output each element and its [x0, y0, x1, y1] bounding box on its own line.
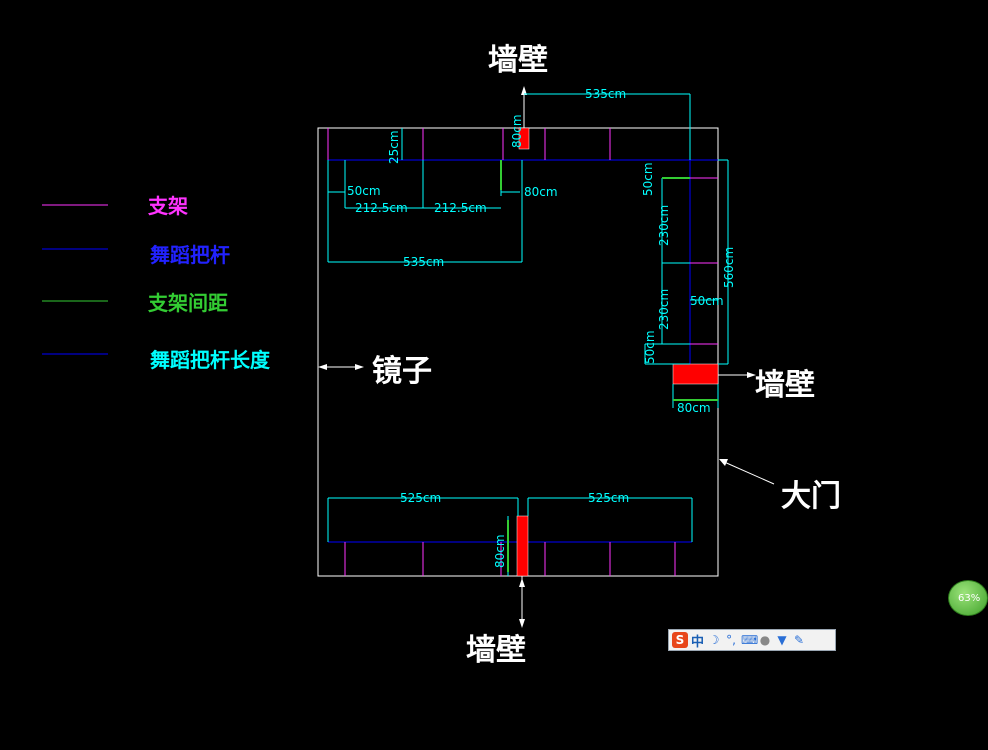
- legend-label-support: 支架: [148, 194, 188, 218]
- legend: 支架 舞蹈把杆 支架间距 舞蹈把杆长度: [42, 194, 271, 372]
- bottom-left-length-label: 525cm: [400, 491, 441, 505]
- bottom-supports: [344, 542, 676, 576]
- right-spacing-2-label: 230cm: [657, 289, 671, 330]
- progress-badge[interactable]: 63%: [948, 580, 988, 616]
- right-bar-length-label: 560cm: [722, 247, 736, 288]
- right-spacing-1-label: 230cm: [657, 205, 671, 246]
- top-pillar-gap-label: 80cm: [524, 185, 558, 199]
- top-spacing-2-label: 212.5cm: [434, 201, 487, 215]
- right-end-gap-bottom-label: 50cm: [643, 330, 657, 364]
- top-spacing-1-label: 212.5cm: [355, 201, 408, 215]
- wall-top-label: 墙壁: [488, 43, 548, 78]
- shirt-icon[interactable]: ▼: [777, 633, 787, 647]
- top-bar-length-label: 535cm: [585, 87, 626, 101]
- mirror-label: 镜子: [372, 354, 432, 389]
- moon-icon[interactable]: ☽: [708, 633, 720, 647]
- wrench-icon[interactable]: ✎: [793, 633, 805, 647]
- door-label: 大门: [781, 479, 841, 514]
- top-depth-label: 25cm: [387, 130, 401, 164]
- sogou-logo-icon[interactable]: S: [672, 632, 688, 648]
- top-supports: [327, 128, 691, 160]
- legend-label-spacing: 支架间距: [148, 291, 228, 315]
- top-left-bar-length-label: 535cm: [403, 255, 444, 269]
- top-wall-width-label: 80cm: [510, 114, 524, 148]
- bottom-wall-width-label: 80cm: [493, 534, 507, 568]
- input-mode-toggle[interactable]: 中: [691, 634, 705, 650]
- top-end-gap-label: 50cm: [347, 184, 381, 198]
- right-wall-width-label: 80cm: [677, 401, 711, 415]
- right-wall-block: [672, 363, 719, 385]
- legend-label-barre: 舞蹈把杆: [150, 243, 230, 267]
- keyboard-icon[interactable]: ⌨: [741, 633, 759, 647]
- right-depth-label: 50cm: [690, 294, 724, 308]
- user-icon[interactable]: ●: [759, 633, 771, 647]
- right-end-gap-top-label: 50cm: [641, 162, 655, 196]
- ime-toolbar[interactable]: S 中 ☽ °, ⌨ ● ▼ ✎: [668, 629, 836, 651]
- legend-label-barre-length: 舞蹈把杆长度: [150, 348, 271, 372]
- wall-bottom-label: 墙壁: [466, 633, 526, 668]
- wall-right-label: 墙壁: [755, 368, 815, 403]
- bottom-right-length-label: 525cm: [588, 491, 629, 505]
- right-supports: [690, 177, 718, 345]
- punctuation-icon[interactable]: °,: [726, 633, 736, 647]
- bottom-wall-block: [516, 515, 529, 577]
